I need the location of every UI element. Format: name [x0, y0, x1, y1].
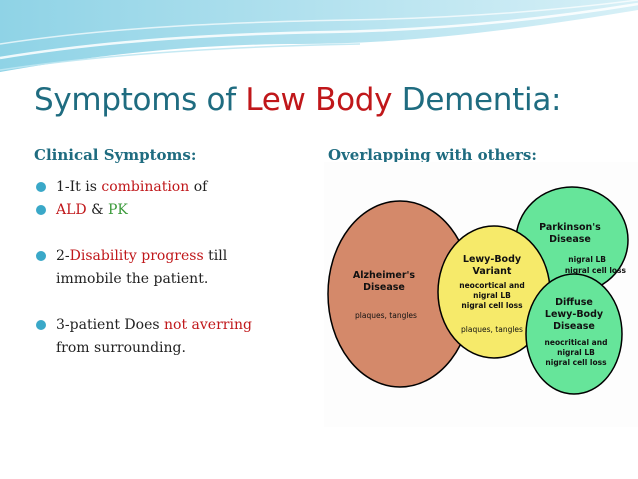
bullet-item-1: 1-It is combination of	[36, 176, 326, 199]
bullet-4-highlight: not averring	[164, 317, 252, 333]
title-accent: Lew Body	[245, 82, 393, 118]
parkinsons-title-line-2: Disease	[549, 234, 591, 245]
bullet-4-line-2: from surrounding.	[56, 340, 186, 356]
bullet-item-4: 3-patient Does not averring from surroun…	[36, 314, 326, 360]
variant-sub-line-1: neocortical and	[459, 281, 525, 290]
overlap-diagram: Parkinson's Disease nigral LB nigral cel…	[324, 162, 638, 427]
bullet-2-pk: PK	[108, 202, 128, 218]
variant-title-line-1: Lewy-Body	[463, 254, 522, 265]
alzheimers-title-line-2: Disease	[363, 282, 405, 293]
diffuse-sub-line-3: nigral cell loss	[545, 358, 607, 367]
parkinsons-title-line-1: Parkinson's	[539, 222, 601, 233]
bullet-dot-icon	[36, 320, 46, 330]
bullet-dot-icon	[36, 251, 46, 261]
title-part-2: Dementia:	[392, 82, 562, 118]
variant-title-line-2: Variant	[473, 266, 512, 277]
bullet-list: 1-It is combination of ALD & PK 2-Disabi…	[36, 176, 326, 360]
variant-sub-line-2: nigral LB	[473, 291, 511, 300]
bullet-item-3: 2-Disability progress till immobile the …	[36, 245, 326, 291]
diffuse-sub-line-1: neocritical and	[545, 338, 608, 347]
parkinsons-sub-line-2: nigral cell loss	[565, 266, 627, 275]
bullet-1-tail: of	[189, 179, 208, 195]
slide-title: Symptoms of Lew Body Dementia:	[34, 82, 561, 118]
bullet-dot-icon	[36, 205, 46, 215]
title-part-1: Symptoms of	[34, 82, 246, 118]
bullet-3-text: 2-	[56, 248, 70, 264]
diffuse-title-line-1: Diffuse	[555, 297, 593, 308]
right-column-heading: Overlapping with others:	[328, 146, 537, 164]
bullet-1-highlight: combination	[101, 179, 190, 195]
bullet-3-highlight: Disability progress	[69, 248, 204, 264]
alzheimers-title-line-1: Alzheimer's	[353, 270, 416, 281]
bullet-2-ald: ALD	[56, 202, 87, 218]
bullet-3-tail: till	[203, 248, 228, 264]
header-wave-decoration	[0, 0, 638, 72]
bullet-4-text: 3-patient Does	[56, 317, 165, 333]
diffuse-lewy-body-circle	[525, 273, 623, 395]
diffuse-title-line-2: Lewy-Body	[545, 309, 604, 320]
bullet-item-2: ALD & PK	[36, 199, 326, 222]
variant-sub-line-4: plaques, tangles	[461, 325, 523, 334]
variant-sub-line-3: nigral cell loss	[461, 301, 523, 310]
bullet-2-ampersand: &	[86, 202, 109, 218]
bullet-dot-icon	[36, 182, 46, 192]
diffuse-sub-line-2: nigral LB	[557, 348, 595, 357]
bullet-1-text: 1-It is	[56, 179, 102, 195]
diffuse-title-line-3: Disease	[553, 321, 595, 332]
alzheimers-sub: plaques, tangles	[355, 311, 417, 320]
bullet-3-line-2: immobile the patient.	[56, 271, 209, 287]
parkinsons-sub-line-1: nigral LB	[568, 255, 606, 264]
left-column-heading: Clinical Symptoms:	[34, 146, 197, 164]
